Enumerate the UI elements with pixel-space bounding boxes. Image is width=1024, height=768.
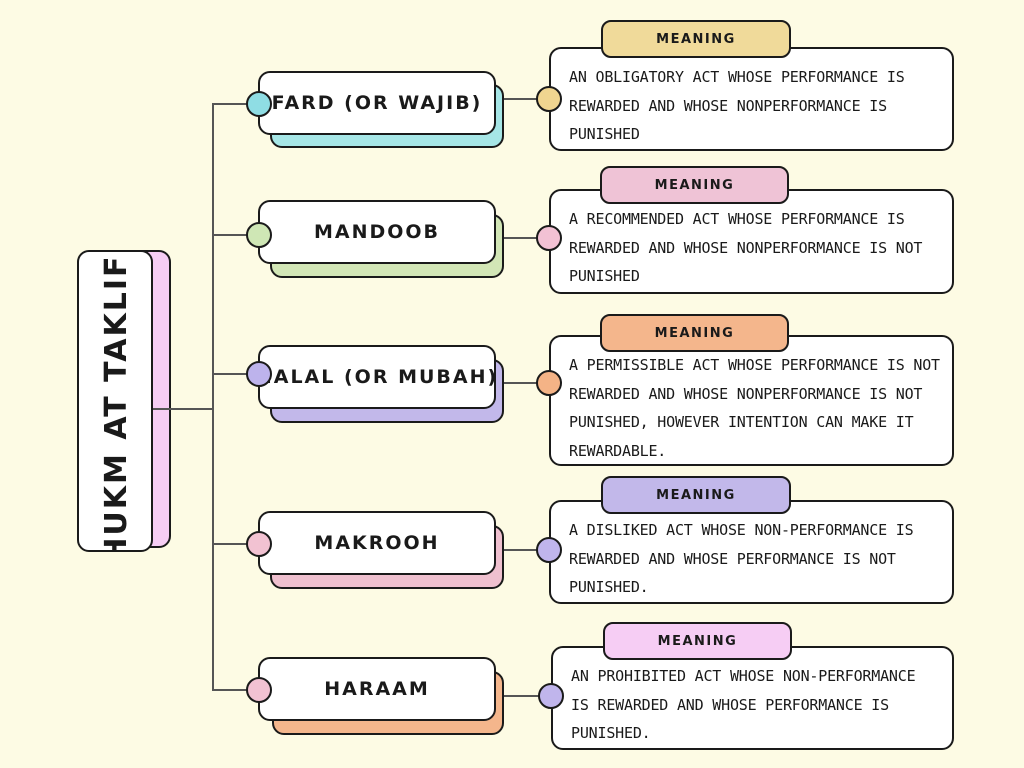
meaning-box: A PERMISSIBLE ACT WHOSE PERFORMANCE IS N… <box>549 335 954 466</box>
type-label: MANDOOB <box>313 221 441 243</box>
right-connector-dot <box>536 225 562 251</box>
meaning-tab: MEANING <box>600 166 789 204</box>
meaning-box: A DISLIKED ACT WHOSE NON-PERFORMANCE IS … <box>549 500 954 604</box>
meaning-tab: MEANING <box>601 476 791 514</box>
right-connector-dot <box>538 683 564 709</box>
meaning-box: AN PROHIBITED ACT WHOSE NON-PERFORMANCE … <box>551 646 954 750</box>
meaning-text: AN OBLIGATORY ACT WHOSE PERFORMANCE IS R… <box>569 68 905 143</box>
left-connector-dot <box>246 361 272 387</box>
meaning-connector-line <box>504 695 540 697</box>
root-title: HUKM AT TAKLIFI <box>98 250 134 552</box>
meaning-tab: MEANING <box>600 314 789 352</box>
left-connector-dot <box>246 222 272 248</box>
type-label: FARD (OR WAJIB) <box>271 92 483 114</box>
branch-line <box>212 543 260 545</box>
meaning-connector-line <box>504 549 538 551</box>
meaning-text: AN PROHIBITED ACT WHOSE NON-PERFORMANCE … <box>571 667 916 742</box>
meaning-connector-line <box>504 98 538 100</box>
right-connector-dot <box>536 370 562 396</box>
type-card: FARD (OR WAJIB) <box>258 71 496 135</box>
type-card: HARAAM <box>258 657 496 721</box>
meaning-text: A PERMISSIBLE ACT WHOSE PERFORMANCE IS N… <box>569 356 940 460</box>
meaning-connector-line <box>504 382 538 384</box>
root-card: HUKM AT TAKLIFI <box>77 250 153 552</box>
root-connector <box>153 408 213 410</box>
meaning-text: A RECOMMENDED ACT WHOSE PERFORMANCE IS R… <box>569 210 923 285</box>
meaning-tab: MEANING <box>601 20 791 58</box>
type-label: HALAL (OR MUBAH) <box>255 366 499 388</box>
type-label: MAKROOH <box>314 532 440 554</box>
left-connector-dot <box>246 531 272 557</box>
branch-line <box>212 373 260 375</box>
branch-line <box>212 689 260 691</box>
type-card: MANDOOB <box>258 200 496 264</box>
meaning-box: A RECOMMENDED ACT WHOSE PERFORMANCE IS R… <box>549 189 954 294</box>
branch-line <box>212 234 260 236</box>
right-connector-dot <box>536 537 562 563</box>
meaning-connector-line <box>504 237 538 239</box>
left-connector-dot <box>246 677 272 703</box>
left-connector-dot <box>246 91 272 117</box>
meaning-box: AN OBLIGATORY ACT WHOSE PERFORMANCE IS R… <box>549 47 954 151</box>
meaning-text: A DISLIKED ACT WHOSE NON-PERFORMANCE IS … <box>569 521 914 596</box>
right-connector-dot <box>536 86 562 112</box>
trunk-line <box>212 104 214 691</box>
branch-line <box>212 103 260 105</box>
type-card: MAKROOH <box>258 511 496 575</box>
meaning-tab: MEANING <box>603 622 792 660</box>
type-label: HARAAM <box>324 678 430 700</box>
type-card: HALAL (OR MUBAH) <box>255 345 499 409</box>
